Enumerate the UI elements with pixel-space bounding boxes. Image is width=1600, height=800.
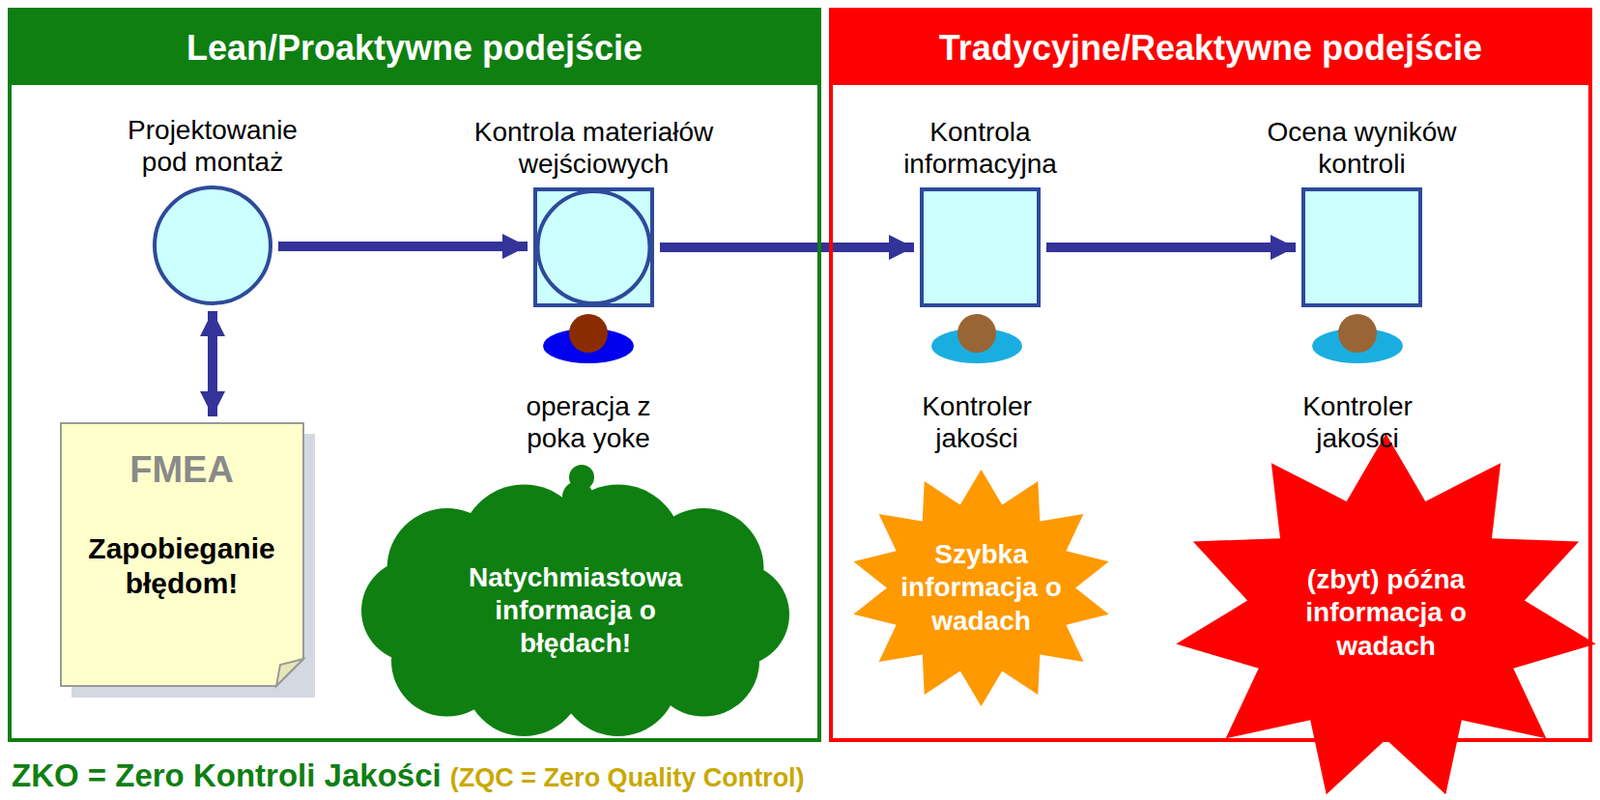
inspection-box: Kontrola informacyjna — [919, 187, 1041, 308]
info-star: Szybka informacja o wadach — [848, 467, 1115, 709]
inspector-label: Kontroler jakości — [899, 390, 1055, 455]
caption: ZKO = Zero Kontroli Jakości (ZQC = Zero … — [11, 757, 805, 795]
caption-translation: (ZQC = Zero Quality Control) — [450, 763, 805, 793]
square-outline — [1301, 187, 1423, 308]
shape-body: Natychmiastowa informacja o błędach! — [361, 514, 790, 708]
shape-text: (zbyt) późna informacja o wadach — [1289, 563, 1484, 662]
inspection-box: Kontrola materiałów wejściowych — [533, 187, 655, 308]
panel-title: Lean/Proaktywne podejście — [186, 28, 643, 69]
step-heading: Kontrola materiałów wejściowych — [429, 115, 759, 180]
approach-panel: Lean/Proaktywne podejścieProjektowanie p… — [7, 7, 822, 743]
inspector-label: Kontroler jakości — [1280, 390, 1435, 455]
panel-header: Tradycyjne/Reaktywne podejście — [832, 11, 1589, 86]
flow-arrow — [278, 241, 528, 252]
boxcircle-outline — [533, 187, 655, 308]
note-title: FMEA — [129, 449, 234, 491]
step-heading: Kontrola informacyjna — [888, 115, 1073, 180]
operator-icon — [542, 314, 634, 364]
panel-title: Tradycyjne/Reaktywne podejście — [939, 28, 1483, 69]
alert-star: (zbyt) późna informacja o wadach — [1171, 431, 1600, 800]
fmea-note: FMEA Zapobieganie błędom! — [59, 422, 315, 698]
circle-outline — [152, 185, 273, 306]
flow-arrow — [1046, 242, 1296, 253]
step-heading: Ocena wyników kontroli — [1246, 115, 1479, 180]
approach-panel: Tradycyjne/Reaktywne podejścieKontrola i… — [828, 7, 1593, 743]
caption-text: ZKO = Zero Kontroli Jakości — [11, 757, 442, 794]
panel-header: Lean/Proaktywne podejście — [11, 11, 818, 86]
inspector-icon — [1312, 314, 1403, 364]
shape-text: Szybka informacja o wadach — [899, 538, 1064, 637]
operator-label: operacja z poka yoke — [501, 390, 676, 455]
shape-body: (zbyt) późna informacja o wadach — [1171, 431, 1600, 800]
square-outline — [919, 187, 1041, 308]
flow-arrow — [659, 242, 915, 253]
process-circle: Projektowanie pod montaż — [152, 185, 273, 306]
step-heading: Projektowanie pod montaż — [111, 114, 315, 178]
inspection-box: Ocena wyników kontroli — [1301, 187, 1423, 308]
info-cloud: Natychmiastowa informacja o błędach! — [361, 514, 790, 708]
note-text: Zapobieganie błędom! — [75, 531, 288, 601]
inspector-icon — [931, 314, 1023, 364]
flow-arrow — [207, 311, 218, 417]
note-body: FMEA Zapobieganie błędom! — [59, 422, 304, 686]
shape-text: Natychmiastowa informacja o błędach! — [459, 561, 692, 660]
shape-body: Szybka informacja o wadach — [848, 467, 1115, 709]
